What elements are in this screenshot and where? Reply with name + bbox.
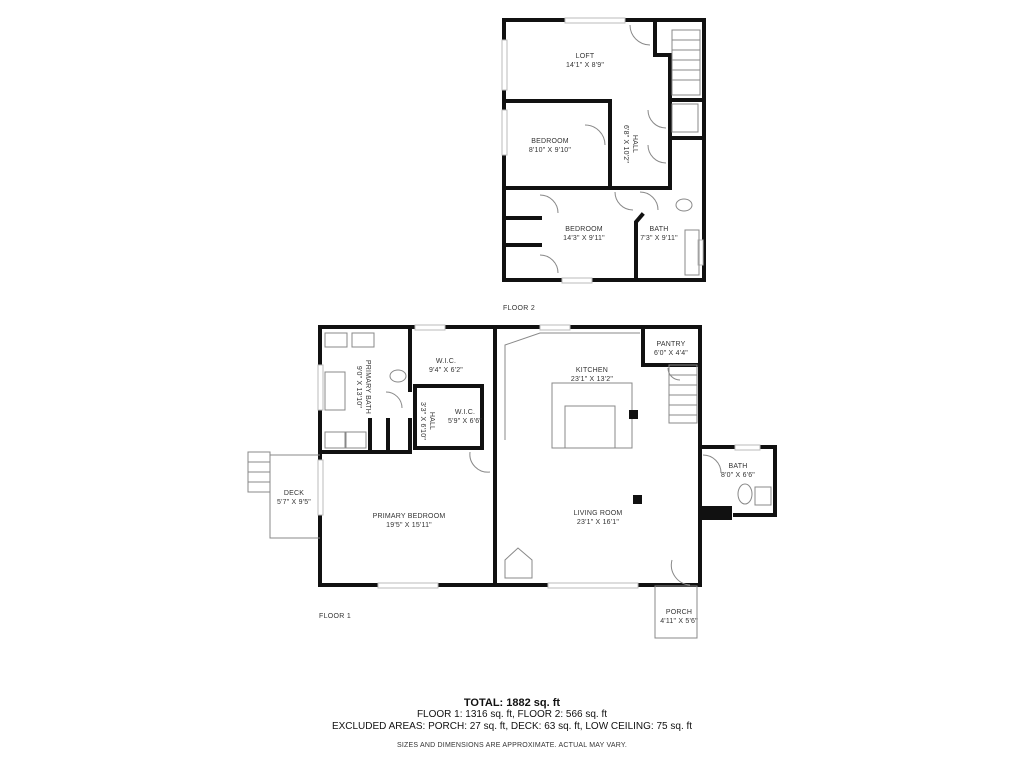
room-label-bedroom-large: BEDROOM 14'3" X 9'11" [563, 225, 605, 243]
room-dims: 9'0" X 13'10" [355, 365, 362, 409]
room-label-bedroom-small: BEDROOM 8'10" X 9'10" [529, 137, 571, 155]
room-dims: 5'9" X 6'6" [448, 418, 482, 425]
room-label-porch: PORCH 4'11" X 5'6" [660, 608, 698, 626]
room-name: W.I.C. [454, 409, 476, 416]
room-dims: 4'11" X 5'6" [660, 618, 698, 625]
room-name: KITCHEN [575, 367, 609, 374]
room-label-living-room: LIVING ROOM 23'1" X 16'1" [574, 509, 623, 527]
room-label-pantry: PANTRY 6'0" X 4'4" [654, 340, 688, 358]
room-dims: 8'0" X 6'6" [721, 472, 755, 479]
room-dims: 5'7" X 9'5" [277, 499, 311, 506]
room-name: PRIMARY BEDROOM [372, 513, 446, 520]
room-name: BATH [728, 463, 748, 470]
room-dims: 19'5" X 15'11" [386, 522, 432, 529]
room-dims: 14'3" X 9'11" [563, 235, 605, 242]
room-dims: 14'1" X 8'9" [565, 62, 605, 69]
room-name: DECK [283, 490, 305, 497]
room-name: BEDROOM [531, 138, 569, 145]
room-name: BEDROOM [565, 226, 603, 233]
room-label-bath-floor1: BATH 8'0" X 6'6" [721, 462, 755, 480]
room-label-deck: DECK 5'7" X 9'5" [277, 489, 311, 507]
room-dims: 6'8" X 10'2" [622, 124, 629, 164]
room-label-kitchen: KITCHEN 23'1" X 13'2" [571, 366, 613, 384]
room-dims: 23'1" X 13'2" [570, 376, 614, 383]
room-dims: 3'3" X 6'10" [419, 401, 426, 441]
floor2-label: FLOOR 2 [503, 305, 536, 312]
room-name: HALL [428, 411, 435, 431]
room-dims: 8'10" X 9'10" [528, 147, 572, 154]
room-name: LIVING ROOM [573, 510, 623, 517]
disclaimer: SIZES AND DIMENSIONS ARE APPROXIMATE. AC… [397, 742, 627, 749]
excluded-areas: EXCLUDED AREAS: PORCH: 27 sq. ft, DECK: … [331, 721, 693, 732]
room-name: LOFT [575, 53, 595, 60]
room-name: BATH [649, 226, 669, 233]
room-dims: 23'1" X 16'1" [576, 519, 620, 526]
room-label-hall-floor2: HALL 6'8" X 10'2" [621, 125, 639, 163]
room-dims: 9'4" X 6'2" [429, 367, 463, 374]
room-label-hall-floor1: HALL 3'3" X 6'10" [418, 402, 436, 440]
floor-areas: FLOOR 1: 1316 sq. ft, FLOOR 2: 566 sq. f… [416, 709, 608, 720]
room-name: PRIMARY BATH [364, 359, 371, 415]
room-name: W.I.C. [435, 358, 457, 365]
room-label-wic-1: W.I.C. 9'4" X 6'2" [429, 357, 463, 375]
room-label-primary-bedroom: PRIMARY BEDROOM 19'5" X 15'11" [373, 512, 446, 530]
room-label-loft: LOFT 14'1" X 8'9" [566, 52, 604, 70]
room-name: PORCH [665, 609, 693, 616]
total-area: TOTAL: 1882 sq. ft [463, 697, 561, 709]
room-name: PANTRY [656, 341, 686, 348]
floor1-label: FLOOR 1 [319, 613, 352, 620]
room-label-primary-bath: PRIMARY BATH 9'0" X 13'10" [354, 360, 372, 414]
room-dims: 7'3" X 9'11" [640, 235, 678, 242]
room-label-wic-2: W.I.C. 5'9" X 6'6" [448, 408, 482, 426]
room-name: HALL [631, 134, 638, 154]
room-dims: 6'0" X 4'4" [654, 350, 688, 357]
room-label-bath-floor2: BATH 7'3" X 9'11" [640, 225, 678, 243]
